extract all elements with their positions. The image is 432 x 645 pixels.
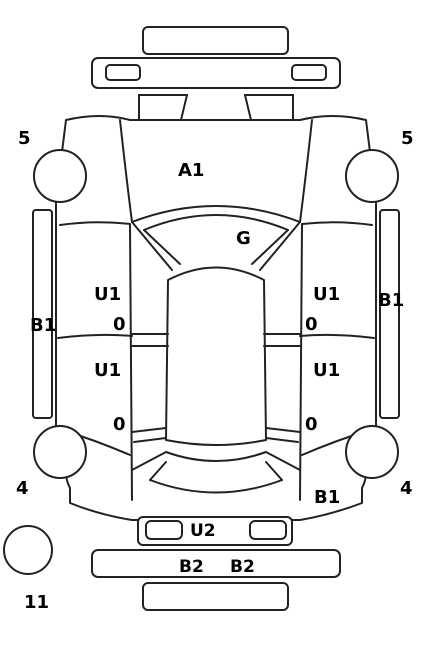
front-bumper-top[interactable]: [142, 26, 289, 55]
rear-left-light[interactable]: [145, 520, 183, 540]
rear-right-light[interactable]: [249, 520, 287, 540]
left-rear-pillar: [131, 427, 167, 443]
label-wheel-front-left: 5: [18, 128, 31, 149]
a-pillar-right: [259, 221, 301, 271]
left-body-side: [59, 221, 133, 501]
left-side-skirt[interactable]: [32, 209, 53, 419]
front-left-headlight[interactable]: [138, 94, 189, 121]
label-b1-rear-right: B1: [314, 487, 340, 508]
left-door-split: [57, 333, 133, 339]
front-left-headlight-slot[interactable]: [105, 64, 141, 81]
trunk-line: [149, 479, 283, 494]
label-u2: U2: [190, 521, 216, 541]
a-pillar-left: [131, 221, 173, 271]
handle-rear-right: 0: [305, 414, 318, 435]
right-rear-pillar: [265, 427, 301, 443]
rear-window[interactable]: [165, 451, 267, 462]
rear-pillar-right: [265, 451, 301, 481]
left-pillar-b: [131, 333, 169, 347]
rear-bumper[interactable]: [91, 549, 341, 578]
label-b2-left: B2: [179, 557, 204, 577]
hood-right-line: [299, 119, 313, 223]
car-body-outline[interactable]: [55, 115, 377, 521]
rear-bumper-bottom[interactable]: [142, 582, 289, 611]
a-pillar-right-inner: [251, 229, 289, 265]
wheel-rear-right[interactable]: [345, 425, 399, 479]
front-right-headlight-slot[interactable]: [291, 64, 327, 81]
hood-left-line: [119, 119, 133, 223]
handle-front-right: 0: [305, 314, 318, 335]
front-right-headlight[interactable]: [243, 94, 294, 121]
label-u1-rear-left: U1: [94, 360, 121, 381]
label-a1: A1: [178, 160, 204, 181]
windshield-inner: [143, 214, 289, 231]
rear-pillar-left: [131, 451, 167, 481]
wheel-front-left[interactable]: [33, 149, 87, 203]
right-side-skirt[interactable]: [379, 209, 400, 419]
label-u1-front-left: U1: [94, 284, 121, 305]
windshield[interactable]: [131, 205, 301, 223]
label-b1-right: B1: [378, 290, 404, 311]
label-b2-right: B2: [230, 557, 255, 577]
roof[interactable]: [165, 266, 267, 446]
handle-front-left: 0: [113, 314, 126, 335]
right-door-split: [299, 333, 375, 339]
label-wheel-front-right: 5: [401, 128, 414, 149]
handle-rear-left: 0: [113, 414, 126, 435]
a-pillar-left-inner: [143, 229, 181, 265]
label-u1-rear-right: U1: [313, 360, 340, 381]
label-spare-tire: 11: [24, 592, 49, 613]
wheel-rear-left[interactable]: [33, 425, 87, 479]
label-u1-front-right: U1: [313, 284, 340, 305]
right-body-side: [299, 221, 373, 501]
wheel-front-right[interactable]: [345, 149, 399, 203]
spare-tire[interactable]: [3, 525, 53, 575]
right-pillar-b: [263, 333, 301, 347]
label-b1-left: B1: [30, 315, 56, 336]
label-g: G: [236, 228, 251, 249]
label-wheel-rear-left: 4: [16, 478, 29, 499]
front-bumper-grille[interactable]: [91, 57, 341, 89]
label-wheel-rear-right: 4: [400, 478, 413, 499]
